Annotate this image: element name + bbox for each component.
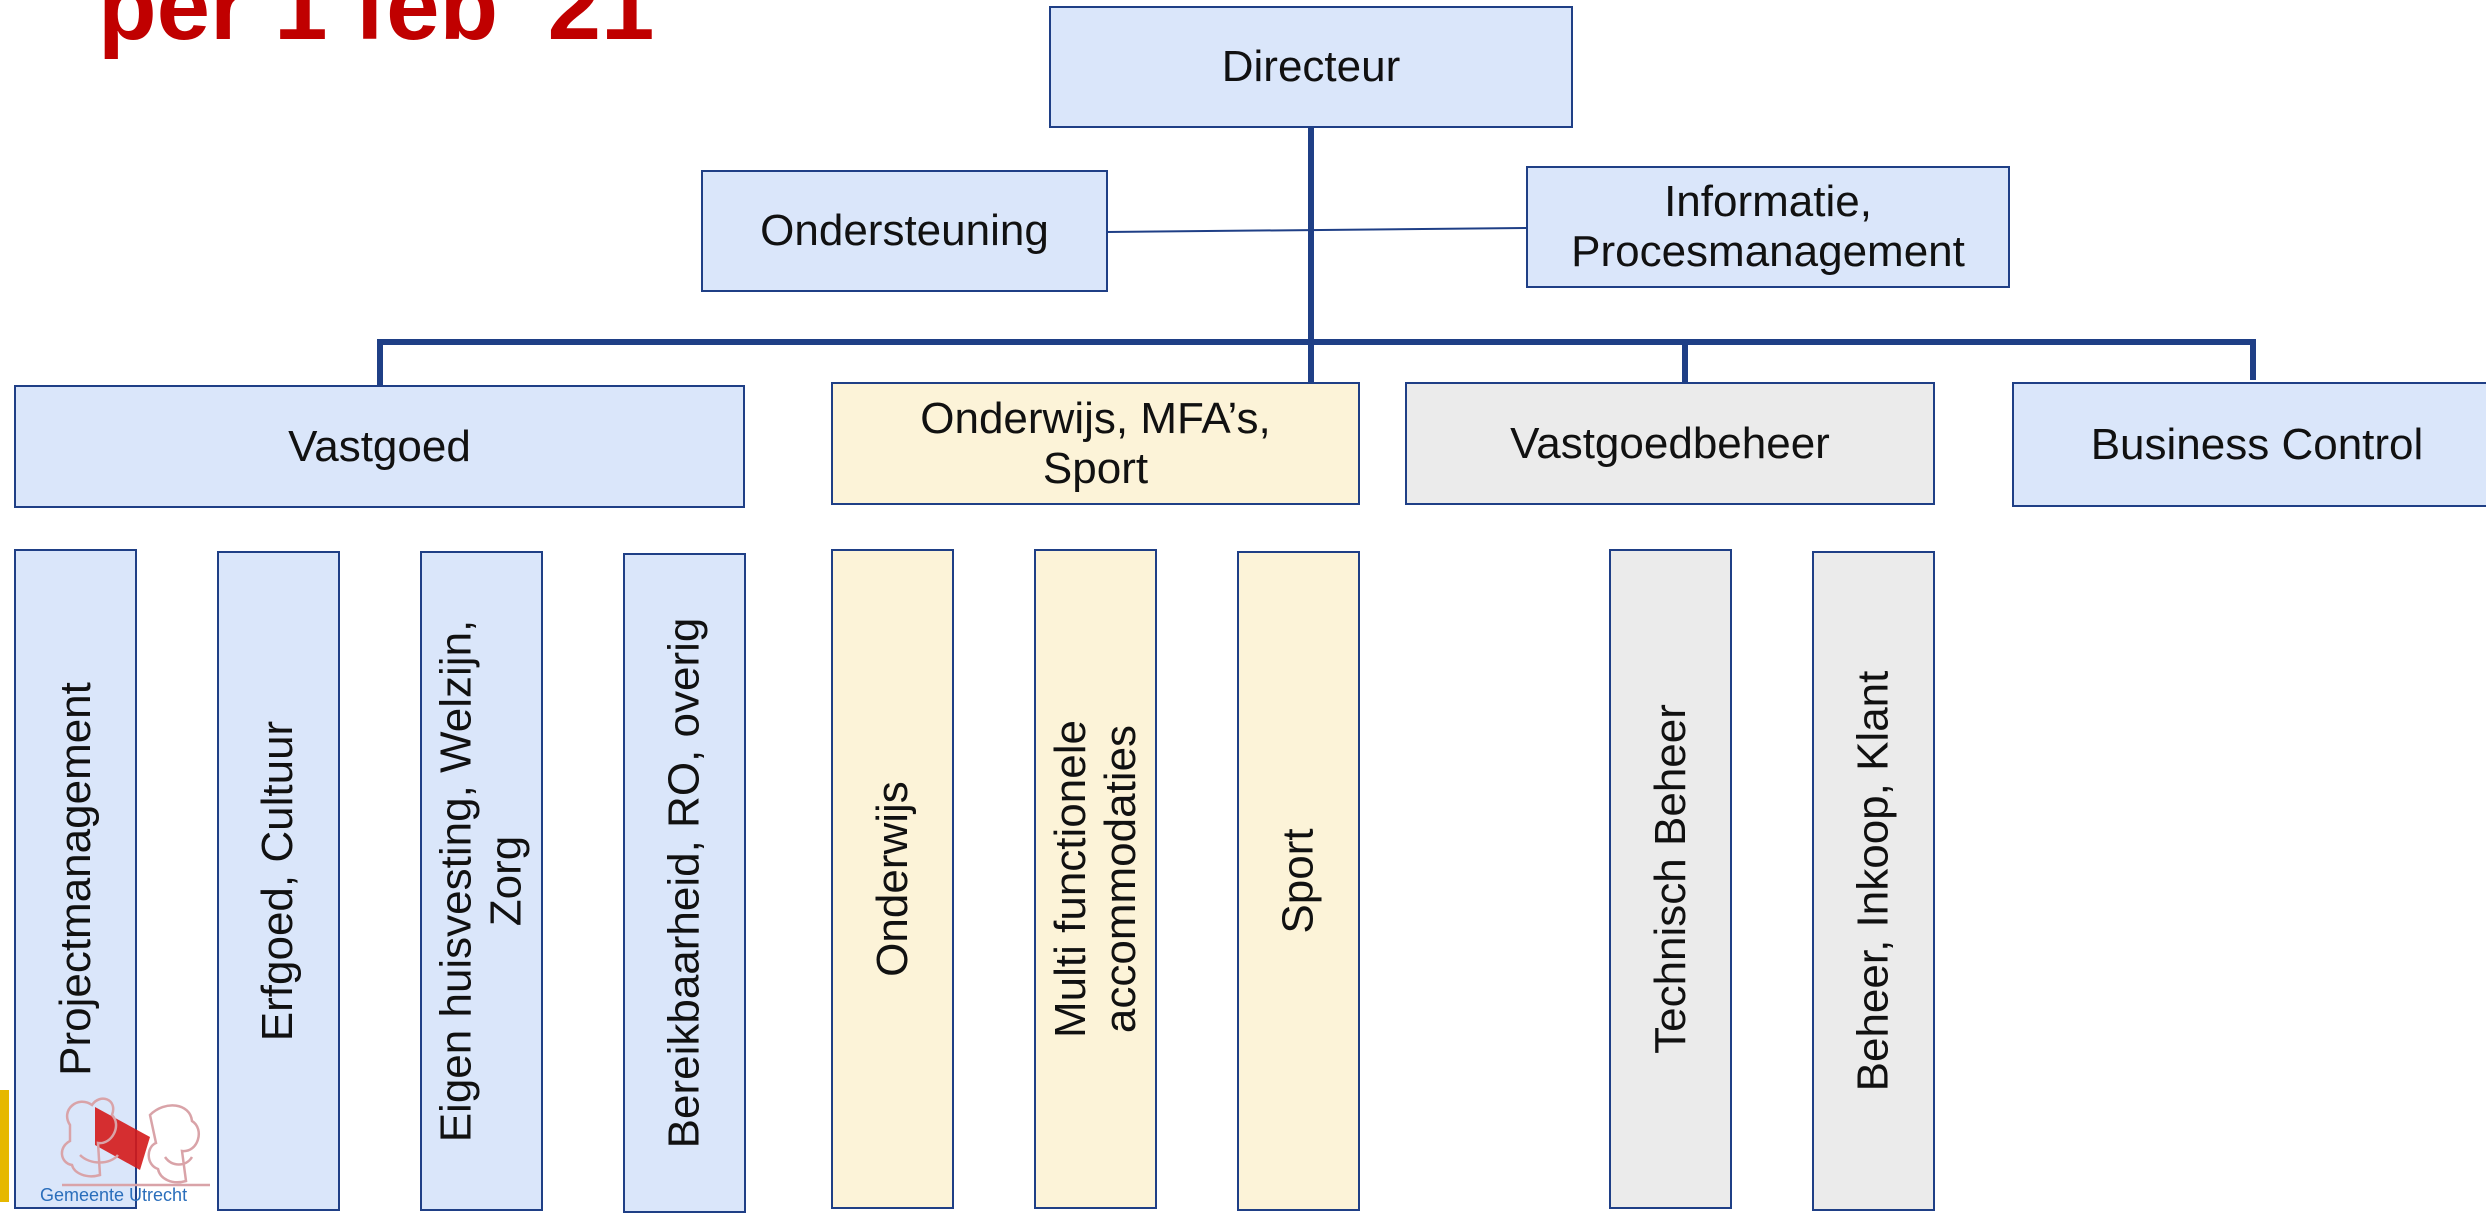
support-label: Ondersteuning: [760, 206, 1049, 255]
team-technisch-beheer-box: Technisch Beheer: [1609, 549, 1732, 1209]
team-projectmanagement-label: Projectmanagement: [50, 682, 100, 1076]
team-eigen-huisvesting-label: Eigen huisvesting, Welzijn, Zorg: [431, 619, 531, 1143]
director-box: Directeur: [1049, 6, 1573, 128]
connector-support-info: [1106, 227, 1527, 233]
dept-onderwijs-label-line2: Sport: [1042, 443, 1149, 493]
dept-vastgoedbeheer-box: Vastgoedbeheer: [1405, 382, 1935, 505]
team-beheer-inkoop-label: Beheer, Inkoop, Klant: [1848, 670, 1898, 1092]
team-sport-label: Sport: [1273, 828, 1323, 934]
team-erfgoed-label: Erfgoed, Cultuur: [253, 720, 303, 1042]
dept-business-control-label: Business Control: [2090, 419, 2424, 469]
support-box: Ondersteuning: [701, 170, 1108, 292]
director-label: Directeur: [1221, 42, 1401, 91]
team-onderwijs-box: Onderwijs: [831, 549, 954, 1209]
dept-vastgoed-label: Vastgoed: [288, 421, 471, 471]
team-beheer-inkoop-box: Beheer, Inkoop, Klant: [1812, 551, 1935, 1211]
info-process-box: Informatie, Procesmanagement: [1526, 166, 2010, 288]
dept-vastgoed-box: Vastgoed: [14, 385, 745, 508]
team-technisch-beheer-label: Technisch Beheer: [1645, 704, 1695, 1054]
team-eigen-huisvesting-box: Eigen huisvesting, Welzijn, Zorg: [420, 551, 543, 1211]
team-projectmanagement-box: Projectmanagement: [14, 549, 137, 1209]
team-bereikbaarheid-box: Bereikbaarheid, RO, overig: [623, 553, 746, 1213]
team-bereikbaarheid-label: Bereikbaarheid, RO, overig: [659, 617, 709, 1149]
page-title: per 1 feb '21: [98, 0, 655, 60]
team-erfgoed-box: Erfgoed, Cultuur: [217, 551, 340, 1211]
dept-vastgoedbeheer-label: Vastgoedbeheer: [1510, 418, 1830, 468]
dept-business-control-box: Business Control: [2012, 382, 2486, 507]
info-label-line2: Procesmanagement: [1571, 227, 1965, 276]
info-label-line1: Informatie,: [1664, 177, 1872, 226]
team-mfa-box: Multi functionele accommodaties: [1034, 549, 1157, 1209]
logo-text: Gemeente Utrecht: [40, 1185, 187, 1202]
coat-of-arms-icon: Gemeente Utrecht: [0, 1090, 210, 1205]
dept-onderwijs-label-line1: Onderwijs, MFA’s,: [920, 393, 1271, 443]
dept-onderwijs-box: Onderwijs, MFA’s, Sport: [831, 382, 1360, 505]
team-sport-box: Sport: [1237, 551, 1360, 1211]
gemeente-utrecht-logo: Gemeente Utrecht: [0, 1085, 250, 1205]
team-onderwijs-label: Onderwijs: [867, 781, 917, 977]
team-mfa-label: Multi functionele accommodaties: [1045, 720, 1145, 1038]
